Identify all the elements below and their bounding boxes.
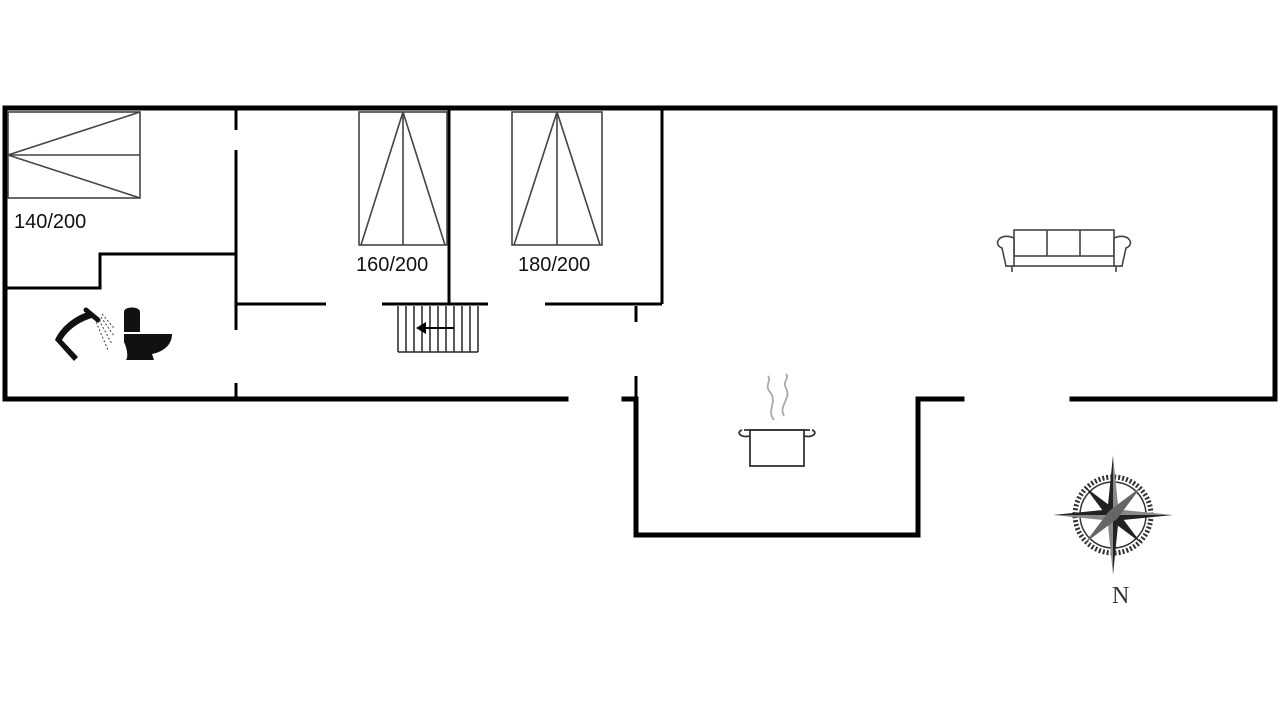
bed-size-label: 160/200 bbox=[356, 254, 428, 276]
interior-walls bbox=[7, 110, 664, 397]
exterior-walls bbox=[2, 105, 1278, 538]
toilet-icon bbox=[124, 307, 172, 360]
bed-size-label: 180/200 bbox=[518, 254, 590, 276]
cooking-pot-icon bbox=[738, 373, 816, 467]
bed-140 bbox=[7, 111, 141, 199]
shower-icon bbox=[55, 307, 115, 361]
bed-size-label: 140/200 bbox=[14, 211, 86, 233]
bed-180 bbox=[511, 111, 603, 246]
compass-north-label: N bbox=[1112, 583, 1129, 609]
bed-160 bbox=[358, 111, 448, 246]
stairs-icon bbox=[397, 306, 479, 353]
compass-rose-icon bbox=[1053, 455, 1173, 575]
sofa-icon bbox=[996, 229, 1132, 272]
